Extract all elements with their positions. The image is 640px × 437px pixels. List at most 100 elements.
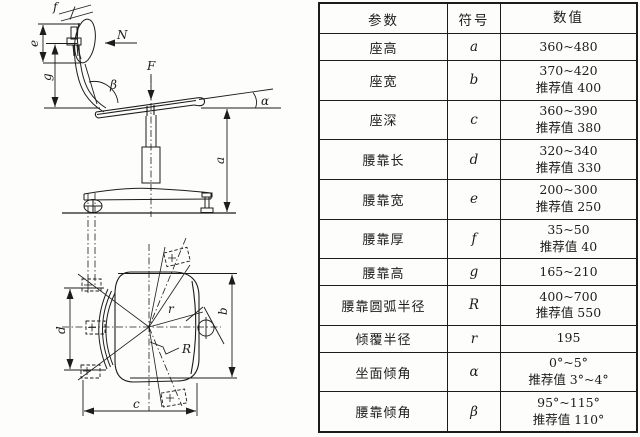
value-cell: 195 [501, 326, 636, 352]
dimension-c [82, 380, 198, 416]
param-label: 腰靠宽 [362, 193, 405, 209]
table-header-row: 参数 符号 数值 [320, 4, 636, 34]
dimension-f [58, 4, 94, 22]
seat-side [94, 97, 206, 119]
value-range: 35~50 [547, 221, 590, 237]
value-range: 165~210 [539, 263, 598, 279]
dimension-e [38, 23, 80, 64]
recommended-value: 推荐值 330 [535, 159, 602, 175]
table-row: 腰靠倾角 β 95°~115° 推荐值 110° [320, 392, 636, 432]
label-beta: β [109, 78, 117, 92]
symbol-label: c [470, 111, 478, 128]
table-row: 腰靠高 g 165~210 [320, 259, 636, 287]
recommended-value: 推荐值 110° [532, 411, 605, 427]
value-range: 95°~115° [537, 394, 600, 410]
value-cell: 360~390 推荐值 380 [501, 101, 636, 140]
backrest-arc-top [98, 288, 116, 370]
value-range: 320~340 [539, 142, 598, 158]
symbol-cell: R [448, 286, 501, 325]
seat-top-outline [114, 271, 200, 383]
table-row: 座宽 b 370~420 推荐值 400 [320, 61, 636, 101]
param-cell: 座宽 [320, 61, 448, 100]
symbol-label: g [469, 264, 479, 281]
param-label: 倾覆半径 [355, 333, 412, 349]
param-label: 腰靠厚 [362, 233, 405, 249]
symbol-cell: β [448, 392, 501, 432]
symbol-cell: c [448, 100, 501, 140]
symbol-label: α [469, 364, 479, 381]
table-row: 腰靠长 d 320~340 推荐值 330 [320, 140, 636, 180]
symbol-cell: f [448, 219, 501, 259]
param-cell: 座高 [320, 34, 448, 61]
symbol-label: β [470, 403, 478, 420]
param-cell: 座深 [320, 100, 448, 140]
parameters-table: 参数 符号 数值 座高 a 360~480 座宽 b 370~420 推荐值 4… [318, 2, 638, 433]
backrest-bracket [66, 26, 82, 57]
tipping-caster-circle [185, 306, 225, 345]
value-cell: 95°~115° 推荐值 110° [501, 392, 636, 431]
symbol-cell: e [448, 179, 501, 219]
label-r: r [168, 302, 175, 316]
value-cell: 200~300 推荐值 250 [501, 180, 636, 219]
caster-wheel-side [83, 199, 103, 213]
symbol-label: d [469, 151, 479, 168]
param-cell: 坐面倾角 [320, 352, 448, 392]
symbol-cell: a [448, 34, 501, 61]
R-leader-zigzag [149, 341, 180, 355]
angle-alpha [198, 88, 281, 109]
param-label: 座深 [369, 114, 398, 130]
label-alpha: α [261, 94, 269, 108]
dimension-b [118, 273, 237, 379]
param-cell: 腰靠宽 [320, 179, 448, 219]
symbol-label: b [469, 72, 479, 89]
label-N: N [116, 28, 128, 42]
symbol-cell: r [448, 325, 501, 352]
angle-beta [84, 63, 119, 105]
value-range: 360~390 [539, 103, 598, 119]
recommended-value: 推荐值 3°~4° [528, 372, 609, 388]
param-label: 座宽 [369, 74, 398, 90]
symbol-label: e [470, 191, 478, 208]
table-row: 倾覆半径 r 195 [320, 325, 636, 353]
value-cell: 360~480 [501, 34, 636, 60]
symbol-label: f [471, 230, 477, 247]
table-row: 腰靠圆弧半径 R 400~700 推荐值 550 [320, 286, 636, 326]
base [83, 187, 212, 201]
param-label: 坐面倾角 [355, 366, 412, 382]
param-cell: 腰靠圆弧半径 [320, 286, 448, 325]
label-f: f [52, 0, 60, 14]
top-view [62, 237, 237, 416]
symbol-label: R [468, 297, 480, 314]
table-row: 坐面倾角 α 0°~5° 推荐值 3°~4° [320, 352, 636, 393]
pedestal-column [141, 76, 161, 217]
table-row: 座深 c 360~390 推荐值 380 [320, 100, 636, 141]
label-g: g [40, 73, 54, 81]
value-cell: 320~340 推荐值 330 [501, 140, 636, 179]
symbol-cell: b [448, 61, 501, 100]
param-label: 腰靠长 [362, 154, 405, 170]
table-row: 腰靠宽 e 200~300 推荐值 250 [320, 179, 636, 220]
recommended-value: 推荐值 380 [535, 119, 602, 135]
label-d: d [54, 326, 68, 334]
value-cell: 165~210 [501, 259, 636, 285]
value-range: 195 [556, 330, 581, 346]
col-header-value: 数值 [553, 10, 584, 27]
param-label: 腰靠圆弧半径 [341, 299, 426, 315]
col-header-param: 参数 [320, 4, 448, 33]
label-e: e [27, 40, 41, 47]
col-header-symbol: 符号 [448, 4, 501, 33]
value-range: 400~700 [539, 288, 598, 304]
value-cell: 370~420 推荐值 400 [501, 61, 636, 100]
symbol-cell: g [448, 259, 501, 286]
recommended-value: 推荐值 250 [535, 199, 602, 215]
backrest-pad-side [74, 18, 96, 64]
label-F: F [146, 59, 156, 73]
table-body: 座高 a 360~480 座宽 b 370~420 推荐值 400 座深 c [320, 34, 636, 432]
chair-technical-drawing: f e g N F β α a r R b c d [27, 0, 281, 416]
caster-cross-marks [83, 254, 176, 402]
drawing-labels: f e g N F β α a r R b c d [27, 0, 269, 411]
recommended-value: 推荐值 40 [539, 238, 598, 254]
param-cell: 腰靠厚 [320, 219, 448, 259]
drawing-svg: f e g N F β α a r R b c d [27, 0, 281, 416]
